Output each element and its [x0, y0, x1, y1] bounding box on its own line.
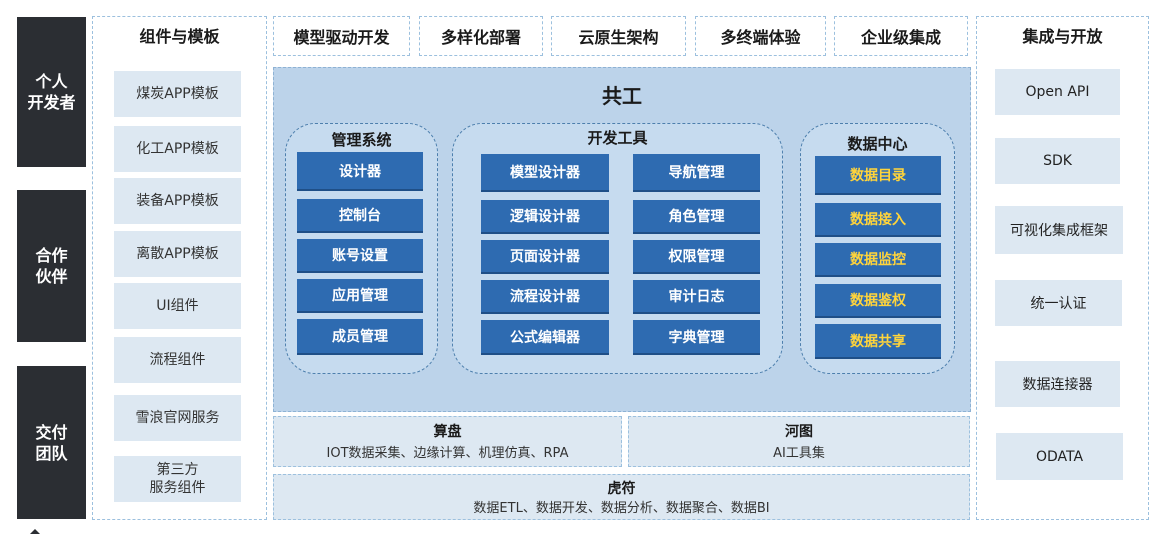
suanpan-title: 算盘 [433, 424, 462, 440]
mgmt-console-button[interactable]: 控制台 [297, 199, 423, 233]
feature-multi-terminal: 多终端体验 [695, 16, 826, 56]
data-monitoring-button[interactable]: 数据监控 [815, 243, 941, 277]
template-coal-app[interactable]: 煤炭APP模板 [114, 71, 241, 117]
component-process[interactable]: 流程组件 [114, 337, 241, 383]
audience-individual-developer: 个人 开发者 [17, 17, 86, 167]
hetu-description: AI工具集 [773, 445, 825, 461]
dev-model-designer-button[interactable]: 模型设计器 [481, 154, 609, 192]
hetu-box: 河图 AI工具集 [628, 416, 970, 467]
data-authentication-button[interactable]: 数据鉴权 [815, 284, 941, 318]
data-sharing-button[interactable]: 数据共享 [815, 324, 941, 359]
mgmt-app-management-button[interactable]: 应用管理 [297, 279, 423, 313]
integration-title: 集成与开放 [1022, 27, 1103, 46]
data-catalog-button[interactable]: 数据目录 [815, 156, 941, 195]
hufu-description: 数据ETL、数据开发、数据分析、数据聚合、数据BI [473, 501, 770, 516]
service-xuelang-website[interactable]: 雪浪官网服务 [114, 395, 241, 441]
template-discrete-app[interactable]: 离散APP模板 [114, 231, 241, 277]
mgmt-designer-button[interactable]: 设计器 [297, 152, 423, 191]
hufu-title: 虎符 [607, 481, 636, 497]
dev-permission-management-button[interactable]: 权限管理 [633, 240, 760, 274]
suanpan-description: IOT数据采集、边缘计算、机理仿真、RPA [326, 445, 569, 461]
hufu-box: 虎符 数据ETL、数据开发、数据分析、数据聚合、数据BI [273, 474, 970, 520]
templates-title: 组件与模板 [139, 27, 220, 46]
template-equipment-app[interactable]: 装备APP模板 [114, 178, 241, 224]
component-third-party-service[interactable]: 第三方 服务组件 [114, 456, 241, 502]
integration-odata[interactable]: ODATA [996, 433, 1123, 480]
dev-role-management-button[interactable]: 角色管理 [633, 200, 760, 234]
integration-data-connector[interactable]: 数据连接器 [995, 361, 1120, 407]
mgmt-account-settings-button[interactable]: 账号设置 [297, 239, 423, 273]
dev-logic-designer-button[interactable]: 逻辑设计器 [481, 200, 609, 234]
integration-visual-framework[interactable]: 可视化集成框架 [995, 206, 1123, 254]
feature-enterprise-integration: 企业级集成 [834, 16, 968, 56]
suanpan-box: 算盘 IOT数据采集、边缘计算、机理仿真、RPA [273, 416, 622, 467]
component-ui[interactable]: UI组件 [114, 283, 241, 329]
dev-dictionary-management-button[interactable]: 字典管理 [633, 320, 760, 355]
template-chemical-app[interactable]: 化工APP模板 [114, 126, 241, 172]
data-ingestion-button[interactable]: 数据接入 [815, 203, 941, 237]
dev-audit-log-button[interactable]: 审计日志 [633, 280, 760, 314]
integration-unified-auth[interactable]: 统一认证 [995, 280, 1122, 326]
core-platform-title: 共工 [602, 84, 642, 108]
dev-navigation-management-button[interactable]: 导航管理 [633, 154, 760, 192]
feature-diverse-deployment: 多样化部署 [419, 16, 543, 56]
arrow-up-icon [30, 528, 40, 534]
data-center-title: 数据中心 [847, 134, 908, 153]
mgmt-member-management-button[interactable]: 成员管理 [297, 319, 423, 355]
dev-page-designer-button[interactable]: 页面设计器 [481, 240, 609, 274]
management-system-title: 管理系统 [331, 130, 392, 149]
dev-tools-title: 开发工具 [587, 128, 648, 147]
dev-process-designer-button[interactable]: 流程设计器 [481, 280, 609, 314]
audience-partners: 合作 伙伴 [17, 190, 86, 342]
dev-formula-editor-button[interactable]: 公式编辑器 [481, 320, 609, 355]
hetu-title: 河图 [785, 424, 813, 440]
feature-cloud-native: 云原生架构 [551, 16, 686, 56]
integration-open-api[interactable]: Open API [995, 69, 1120, 115]
feature-model-driven: 模型驱动开发 [273, 16, 410, 56]
audience-delivery-team: 交付 团队 [17, 366, 86, 519]
integration-sdk[interactable]: SDK [995, 138, 1120, 184]
